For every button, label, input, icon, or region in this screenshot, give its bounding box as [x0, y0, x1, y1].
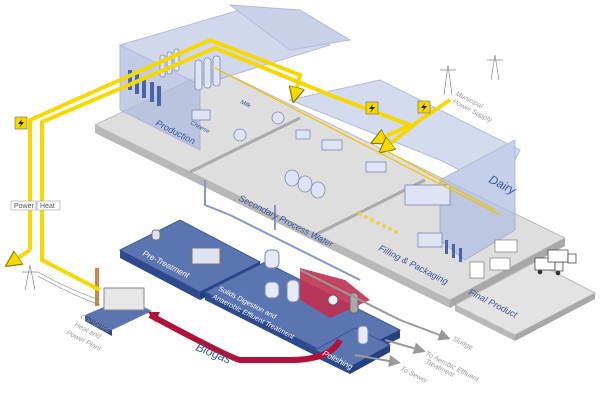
power-heat-pipes	[12, 37, 452, 292]
biogas-label: Biogas	[194, 340, 233, 367]
facade-windows	[128, 70, 462, 262]
heat-label: Heat	[40, 203, 55, 210]
lightning-icon	[14, 100, 431, 130]
power-heat-legend: Power Heat	[10, 200, 61, 211]
milk-label: Milk	[239, 99, 252, 110]
pallets	[469, 239, 518, 279]
sewer-label: To Sewer	[399, 366, 429, 386]
final-product-area	[453, 261, 597, 341]
outflow-pipes	[299, 269, 451, 367]
filling-line	[358, 212, 398, 234]
power-distribution-lines	[214, 67, 501, 216]
power-pylon-icon	[22, 54, 503, 306]
tank-icon	[264, 249, 280, 269]
biogas-arrow-icon	[148, 312, 160, 322]
secondary-water-pipe	[204, 180, 361, 281]
truck-icon	[534, 249, 577, 276]
biogas-pipe	[148, 312, 343, 363]
power-label: Power	[14, 203, 35, 210]
polishing-platform	[313, 325, 392, 374]
sludge-label: Sludge	[451, 336, 474, 352]
